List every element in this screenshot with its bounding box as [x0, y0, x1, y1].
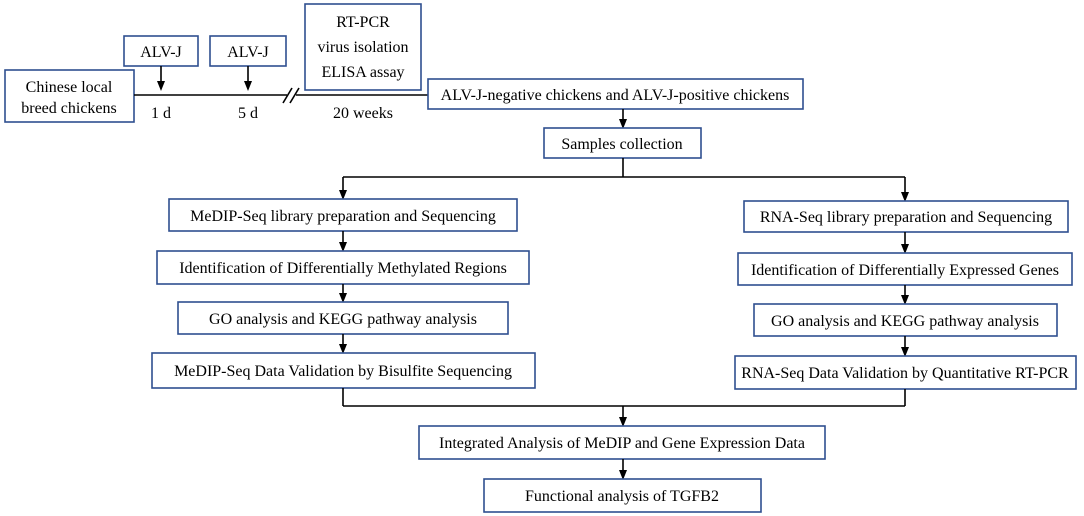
axis-break-mark-2 [289, 87, 300, 104]
detection-line-1: RT-PCR [336, 14, 390, 31]
right-step-4-box [734, 355, 1077, 390]
right-step-1-box [743, 200, 1069, 233]
left-step-3-label: GO analysis and KEGG pathway analysis [209, 311, 477, 328]
left-step-2-label: Identification of Differentially Methyla… [179, 260, 507, 277]
right-step-2-box [737, 252, 1073, 286]
detection-line-3: ELISA assay [321, 64, 404, 81]
functional-label: Functional analysis of TGFB2 [525, 488, 719, 505]
groups-box [427, 78, 804, 110]
injection-label-2: ALV-J [227, 44, 269, 61]
integrated-box [418, 425, 826, 460]
right-step-4-label: RNA-Seq Data Validation by Quantitative … [741, 365, 1069, 382]
left-step-4-label: MeDIP-Seq Data Validation by Bisulfite S… [174, 363, 512, 380]
left-step-4-box [151, 352, 536, 389]
left-branch: MeDIP-Seq library preparation and Sequen… [151, 198, 536, 389]
right-step-1-label: RNA-Seq library preparation and Sequenci… [760, 209, 1052, 226]
right-branch: RNA-Seq library preparation and Sequenci… [734, 200, 1077, 390]
detection-box [304, 3, 422, 91]
right-step-2-label: Identification of Differentially Express… [751, 262, 1059, 279]
groups-label: ALV-J-negative chickens and ALV-J-positi… [441, 87, 790, 104]
timeline: Chinese local breed chickens ALV-J 1 d A… [4, 3, 428, 123]
time-label-5d: 5 d [238, 105, 258, 122]
time-label-1d: 1 d [151, 105, 171, 122]
start-box-line-2: breed chickens [21, 100, 117, 117]
detection-line-2: virus isolation [317, 39, 408, 56]
injection-label-1: ALV-J [140, 44, 182, 61]
time-label-20weeks: 20 weeks [333, 105, 393, 122]
samples-label: Samples collection [561, 136, 682, 153]
start-box-line-1: Chinese local [26, 79, 113, 96]
start-box [4, 69, 135, 123]
left-step-3-box [177, 301, 509, 335]
axis-break-mark-1 [282, 87, 293, 104]
functional-box [483, 478, 762, 513]
right-step-3-label: GO analysis and KEGG pathway analysis [771, 313, 1039, 330]
right-step-3-box [753, 303, 1058, 337]
integrated-label: Integrated Analysis of MeDIP and Gene Ex… [439, 435, 805, 452]
samples-box [543, 127, 702, 159]
left-step-1-box [168, 198, 518, 232]
injection-box-2 [209, 35, 287, 67]
left-step-1-label: MeDIP-Seq library preparation and Sequen… [190, 208, 496, 225]
